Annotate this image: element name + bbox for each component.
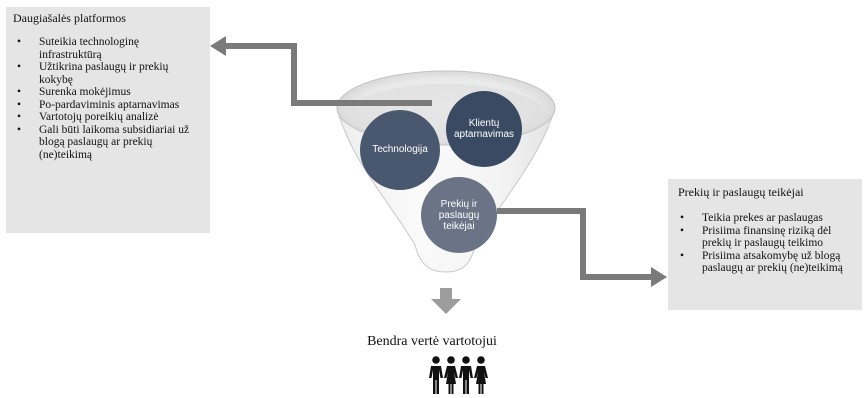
outcome-label: Bendra vertė vartotojui — [367, 334, 497, 349]
list-item: Suteikia technologinę infrastruktūrą — [13, 36, 204, 61]
list-item: Gali būti laikoma subsidiariai už blogą … — [13, 124, 204, 162]
circle-label-technologija: Technologija — [372, 144, 428, 155]
list-item: Prisiima atsakomybę už blogą paslaugų ar… — [678, 250, 856, 275]
list-item: Surenka mokėjimus — [13, 86, 204, 99]
platform-connector-arrow — [210, 36, 432, 106]
people-group-icon — [429, 356, 488, 394]
circle-technologija — [360, 110, 440, 190]
down-arrow-icon — [431, 288, 461, 314]
providers-connector-arrow — [497, 208, 667, 287]
list-item: Užtikrina paslaugų ir prekių kokybę — [13, 61, 204, 86]
providers-box: Prekių ir paslaugų teikėjai Teikia preke… — [668, 179, 862, 310]
list-item: Po-pardaviminis aptarnavimas — [13, 99, 204, 112]
circle-label-klientu: Klientų aptarnavimas — [453, 118, 515, 140]
circle-label-prekiu: Prekių ir paslaugų teikėjai — [438, 199, 480, 232]
circle-prekiu-teikejai — [421, 177, 497, 253]
circle-klientu-aptarnavimas — [446, 91, 522, 167]
platforms-list: Suteikia technologinę infrastruktūrą Užt… — [13, 36, 204, 161]
list-item: Prisiima finansinę riziką dėl prekių ir … — [678, 225, 856, 250]
list-item: Teikia prekes ar paslaugas — [678, 212, 856, 225]
platforms-box: Daugiašalės platformos Suteikia technolo… — [6, 7, 210, 233]
list-item: Vartotojų poreikių analizė — [13, 111, 204, 124]
providers-list: Teikia prekes ar paslaugas Prisiima fina… — [678, 212, 856, 275]
providers-title: Prekių ir paslaugų teikėjai — [678, 185, 804, 199]
platforms-title: Daugiašalės platformos — [13, 11, 126, 25]
